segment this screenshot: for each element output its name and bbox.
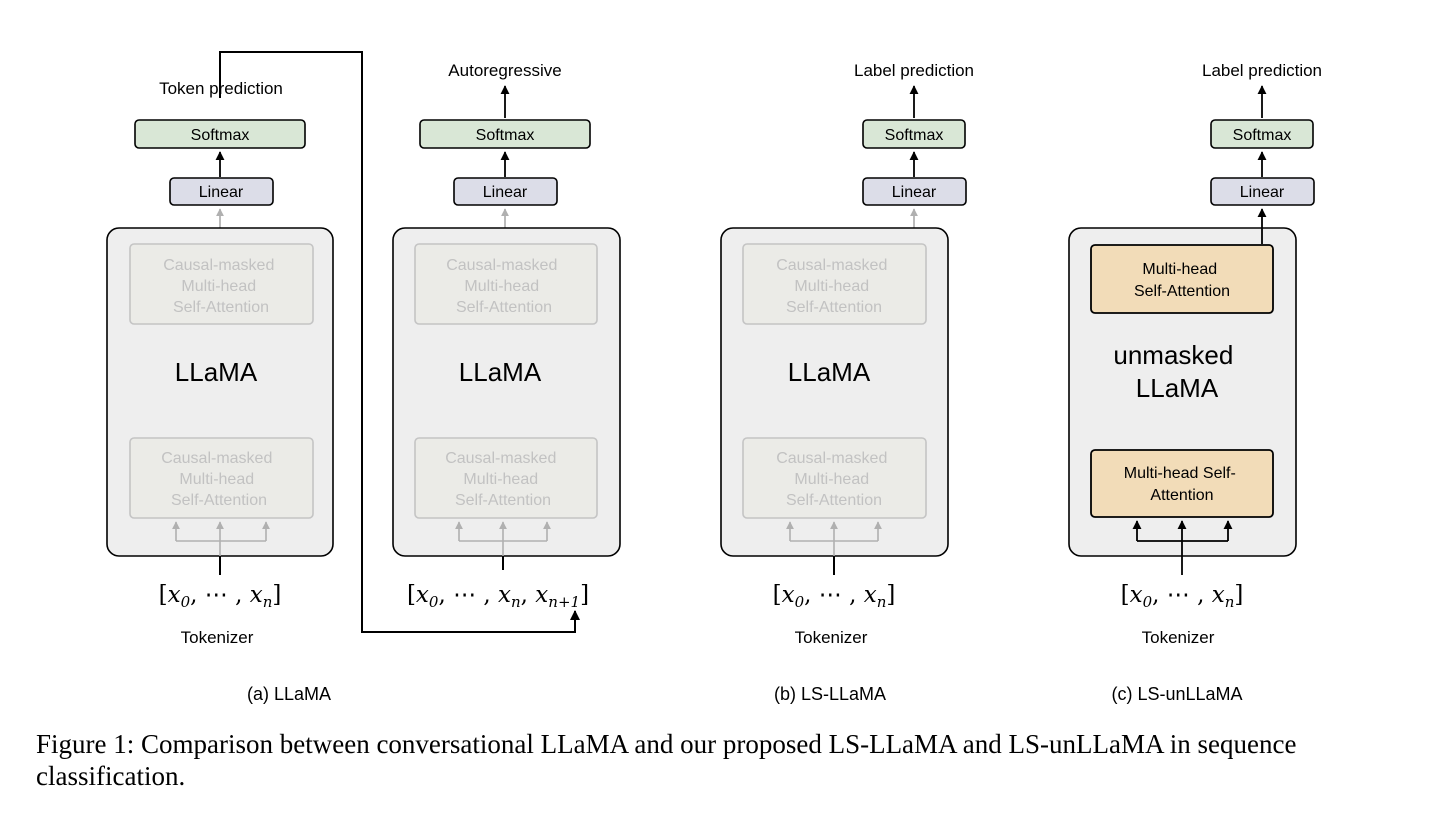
attention-block-top: [742, 243, 927, 325]
subcaption-a: (a) LLaMA: [247, 684, 331, 704]
softmax-label: Softmax: [885, 127, 944, 144]
linear-box: [862, 177, 967, 206]
attn-bottom-line3: Self-Attention: [171, 492, 267, 509]
input-fanout: [455, 521, 551, 557]
softmax-label: Softmax: [476, 127, 535, 144]
model-name-line1: unmasked: [1113, 340, 1233, 370]
panel-ls-llama: Label prediction Softmax Linear Causal-m…: [720, 61, 974, 647]
model-name: LLaMA: [175, 357, 258, 387]
attn-top-line2: Multi-head: [464, 278, 539, 295]
input-fanout: [1132, 520, 1233, 575]
subcaption-c: (c) LS-unLLaMA: [1111, 684, 1242, 704]
input-sequence: [x0, ⋯ , xn]: [1121, 582, 1244, 611]
svg-text:Causal-masked Multi-head: Causal-masked Multi-head Self-Attention: [776, 450, 892, 509]
linear-box: [453, 177, 558, 206]
attn-bottom-line2: Multi-head: [794, 471, 869, 488]
attn-bottom-line1: Causal-masked: [445, 450, 556, 467]
attn-top-line2: Self-Attention: [1134, 283, 1230, 300]
top-label: Label prediction: [854, 61, 974, 80]
model-name: LLaMA: [788, 357, 871, 387]
input-sequence: [x0, ⋯ , xn]: [773, 582, 896, 611]
panel-llama-autoregressive: Autoregressive Softmax Linear Causal-mas…: [392, 61, 621, 611]
attn-top-line1: Causal-masked: [163, 257, 274, 274]
feedback-connector: [219, 51, 580, 633]
top-label: Token prediction: [159, 79, 283, 98]
linear-box: [1210, 177, 1315, 206]
attn-bottom-line3: Self-Attention: [786, 492, 882, 509]
tokenizer-label: Tokenizer: [1142, 628, 1215, 647]
panel-ls-unllama: Label prediction Softmax Linear Multi-he…: [1068, 61, 1322, 647]
attn-bottom-line3: Self-Attention: [455, 492, 551, 509]
attention-block-top: [414, 243, 598, 325]
attn-bottom-line2: Multi-head: [463, 471, 538, 488]
attn-top-line1: Multi-head: [1142, 261, 1217, 278]
linear-label: Linear: [1240, 184, 1285, 201]
attention-block-bottom: [414, 437, 598, 519]
svg-text:Causal-masked Multi-head: Causal-masked Multi-head Self-Attention: [163, 257, 279, 316]
attn-bottom-line1: Multi-head Self-: [1124, 465, 1236, 482]
model-name: LLaMA: [459, 357, 542, 387]
attention-block-top: [1090, 244, 1274, 314]
attn-top-line2: Multi-head: [794, 278, 869, 295]
subcaption-b: (b) LS-LLaMA: [774, 684, 886, 704]
softmax-label: Softmax: [1233, 127, 1292, 144]
attention-block-bottom: [1090, 449, 1274, 518]
attn-top-line1: Causal-masked: [446, 257, 557, 274]
tokenizer-label: Tokenizer: [795, 628, 868, 647]
figure-diagram: Token prediction Softmax Linear Causal-m…: [106, 51, 1322, 704]
svg-text:Causal-masked Multi-head: Causal-masked Multi-head Self-Attention: [776, 257, 892, 316]
svg-text:Multi-head Self- Attenti: Multi-head Self- Attention: [1124, 465, 1241, 504]
attention-block-bottom: [129, 437, 314, 519]
attn-bottom-line1: Causal-masked: [161, 450, 272, 467]
attn-top-line1: Causal-masked: [776, 257, 887, 274]
svg-text:unmasked LLaMA: unmasked LLaMA: [1113, 340, 1240, 403]
panel-llama: Token prediction Softmax Linear Causal-m…: [106, 79, 334, 647]
attention-block-top: [129, 243, 314, 325]
linear-label: Linear: [892, 184, 937, 201]
top-label: Label prediction: [1202, 61, 1322, 80]
attn-bottom-line1: Causal-masked: [776, 450, 887, 467]
linear-label: Linear: [199, 184, 244, 201]
attn-top-line3: Self-Attention: [456, 299, 552, 316]
svg-text:Causal-masked Multi-head: Causal-masked Multi-head Self-Attention: [446, 257, 562, 316]
svg-text:Causal-masked Multi-head: Causal-masked Multi-head Self-Attention: [445, 450, 561, 509]
svg-text:Causal-masked Multi-head: Causal-masked Multi-head Self-Attention: [161, 450, 277, 509]
softmax-box: [1210, 119, 1314, 149]
attn-top-line3: Self-Attention: [786, 299, 882, 316]
input-fanout: [172, 521, 270, 557]
softmax-label: Softmax: [191, 127, 250, 144]
svg-text:Multi-head Self-Attentio: Multi-head Self-Attention: [1134, 261, 1230, 300]
input-sequence: [x0, ⋯ , xn, xn+1]: [407, 582, 589, 611]
input-sequence: [x0, ⋯ , xn]: [159, 582, 282, 611]
input-fanout: [786, 521, 882, 557]
attn-bottom-line2: Multi-head: [179, 471, 254, 488]
softmax-box: [862, 119, 966, 149]
tokenizer-label: Tokenizer: [181, 628, 254, 647]
top-label: Autoregressive: [448, 61, 561, 80]
model-name-line2: LLaMA: [1136, 373, 1219, 403]
attn-top-line3: Self-Attention: [173, 299, 269, 316]
attn-bottom-line2: Attention: [1150, 487, 1213, 504]
softmax-box: [419, 119, 591, 149]
figure-caption: Figure 1: Comparison between conversatio…: [36, 729, 1297, 791]
softmax-box: [134, 119, 306, 149]
linear-label: Linear: [483, 184, 528, 201]
linear-box: [169, 177, 274, 206]
attn-top-line2: Multi-head: [181, 278, 256, 295]
attention-block-bottom: [742, 437, 927, 519]
